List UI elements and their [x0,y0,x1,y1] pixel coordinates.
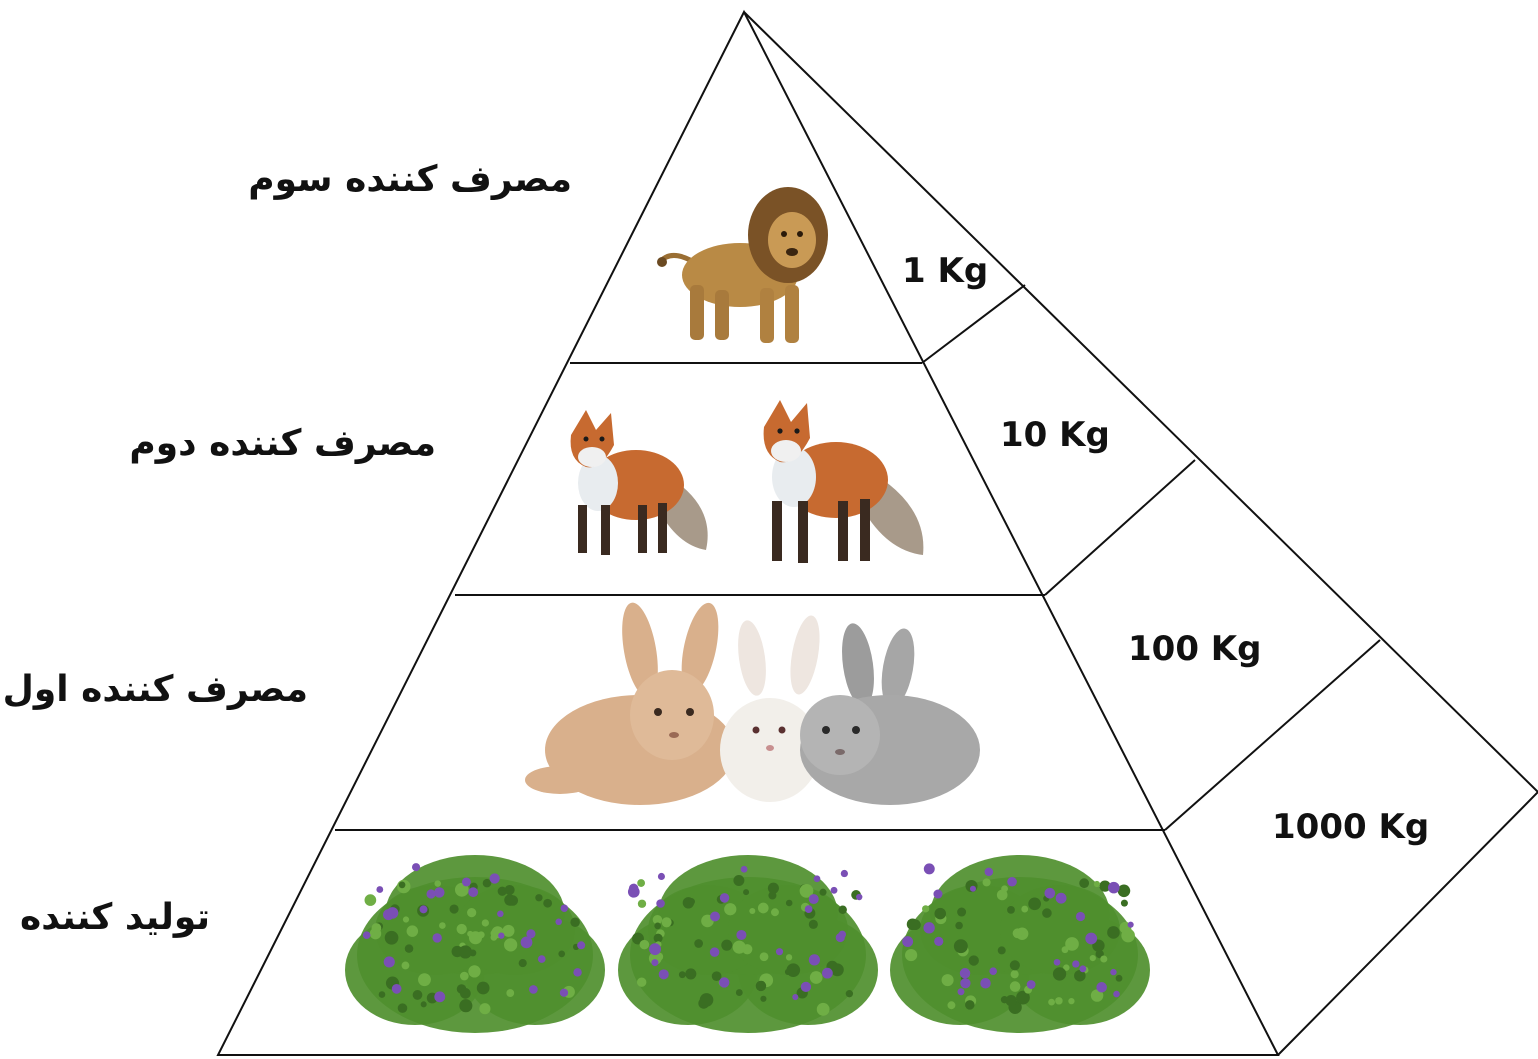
mass-label-primary: 100 Kg [1128,632,1262,666]
fox-icon-left [571,410,708,555]
side-divider-2 [1045,460,1195,595]
level-label-primary-consumer: مصرف کننده اول [3,672,308,708]
mass-label-tertiary: 1 Kg [902,254,988,288]
level-label-secondary-consumer: مصرف کننده دوم [129,426,436,462]
shrub-icon-group [345,855,1150,1033]
level-label-producer: تولید کننده [20,900,210,936]
side-divider-1 [922,285,1025,363]
level-label-tertiary-consumer: مصرف کننده سوم [248,162,572,198]
rabbit-icon-group [525,600,980,805]
rabbit-icon-tan [525,600,735,805]
shrub-icon [890,855,1150,1033]
mass-label-secondary: 10 Kg [1000,418,1110,452]
shrub-icon [618,855,878,1033]
shrub-icon [345,855,605,1033]
fox-icon-right [764,400,924,563]
lion-icon [657,187,828,343]
mass-label-producer: 1000 Kg [1272,810,1429,844]
rabbit-icon-grey [800,621,980,805]
